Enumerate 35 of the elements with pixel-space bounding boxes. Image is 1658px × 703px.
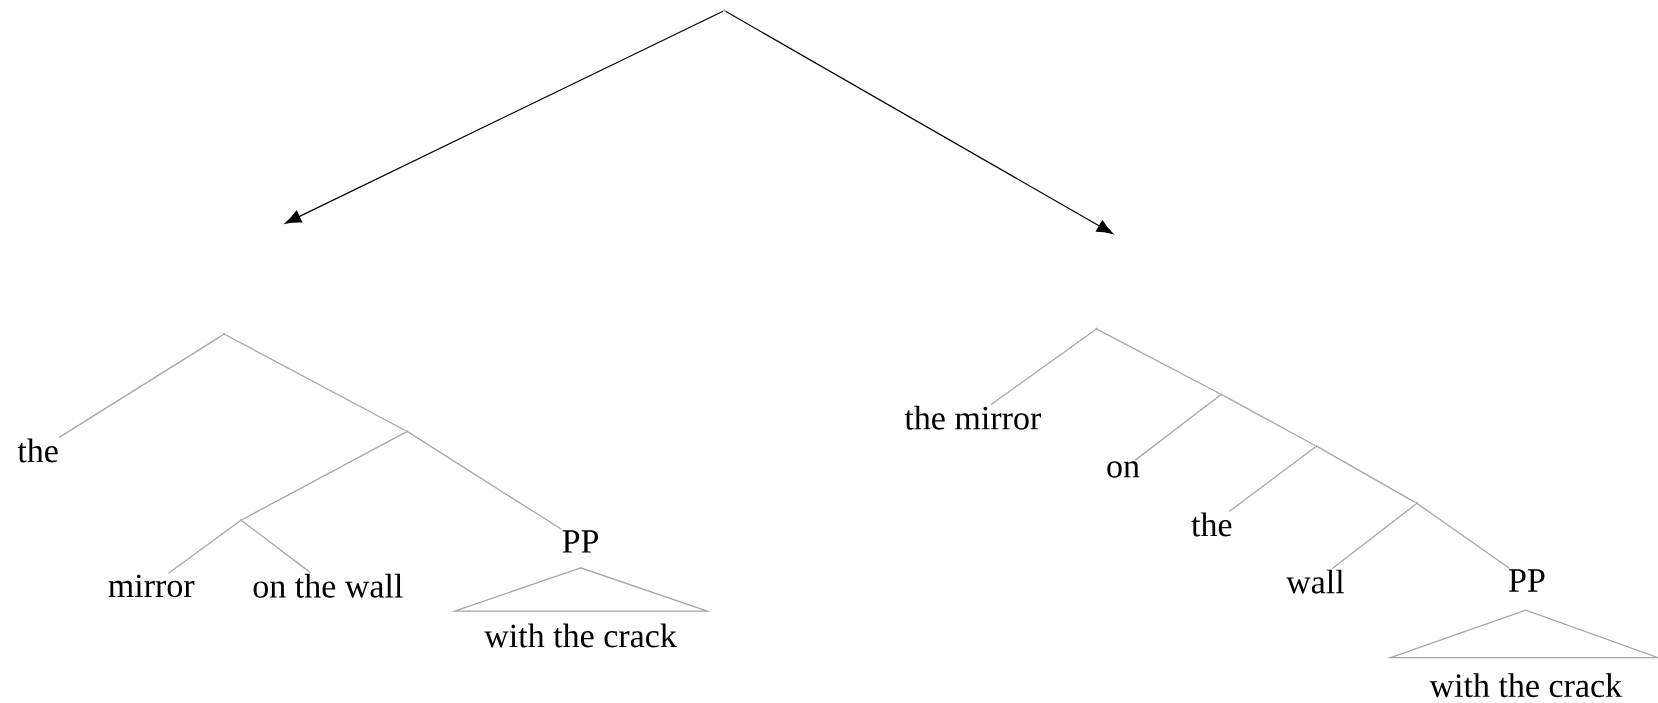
word-label: the bbox=[17, 438, 58, 463]
branch-point bbox=[1415, 502, 1419, 505]
tree-branch bbox=[1221, 394, 1316, 447]
branch-point bbox=[239, 518, 243, 522]
arrow-origin bbox=[723, 9, 726, 12]
branch-point bbox=[1095, 327, 1098, 331]
word-label: PP bbox=[1508, 569, 1545, 592]
tree-branch bbox=[58, 334, 224, 438]
tree-branch bbox=[990, 329, 1096, 406]
word-label: the mirror bbox=[904, 405, 1041, 430]
word-label: PP bbox=[562, 530, 599, 553]
word-label: on the wall bbox=[253, 573, 403, 598]
tree-branch bbox=[1134, 394, 1221, 461]
branch-point bbox=[405, 430, 409, 433]
word-label: mirror bbox=[108, 574, 195, 598]
tree-branch bbox=[407, 431, 562, 530]
tree-branch bbox=[1417, 503, 1510, 569]
tree-branch bbox=[1317, 446, 1417, 504]
branch-point bbox=[1315, 444, 1318, 448]
word-label: with the crack bbox=[1429, 673, 1623, 698]
arrow bbox=[724, 10, 1114, 235]
word-label: with the crack bbox=[484, 623, 677, 648]
tree-branch bbox=[224, 334, 407, 432]
tree-branch bbox=[241, 520, 312, 574]
word-label: the bbox=[1191, 512, 1232, 537]
tree-branch bbox=[1097, 328, 1221, 395]
arrow bbox=[284, 10, 724, 224]
word-label: on bbox=[1107, 461, 1140, 478]
tree-branch bbox=[1331, 503, 1417, 570]
word-label: wall bbox=[1286, 569, 1344, 594]
tree-branch bbox=[241, 431, 407, 521]
tree-branch bbox=[1228, 446, 1316, 512]
branch-point bbox=[1220, 393, 1223, 396]
branch-point bbox=[222, 332, 226, 336]
tree-branch bbox=[167, 520, 241, 574]
